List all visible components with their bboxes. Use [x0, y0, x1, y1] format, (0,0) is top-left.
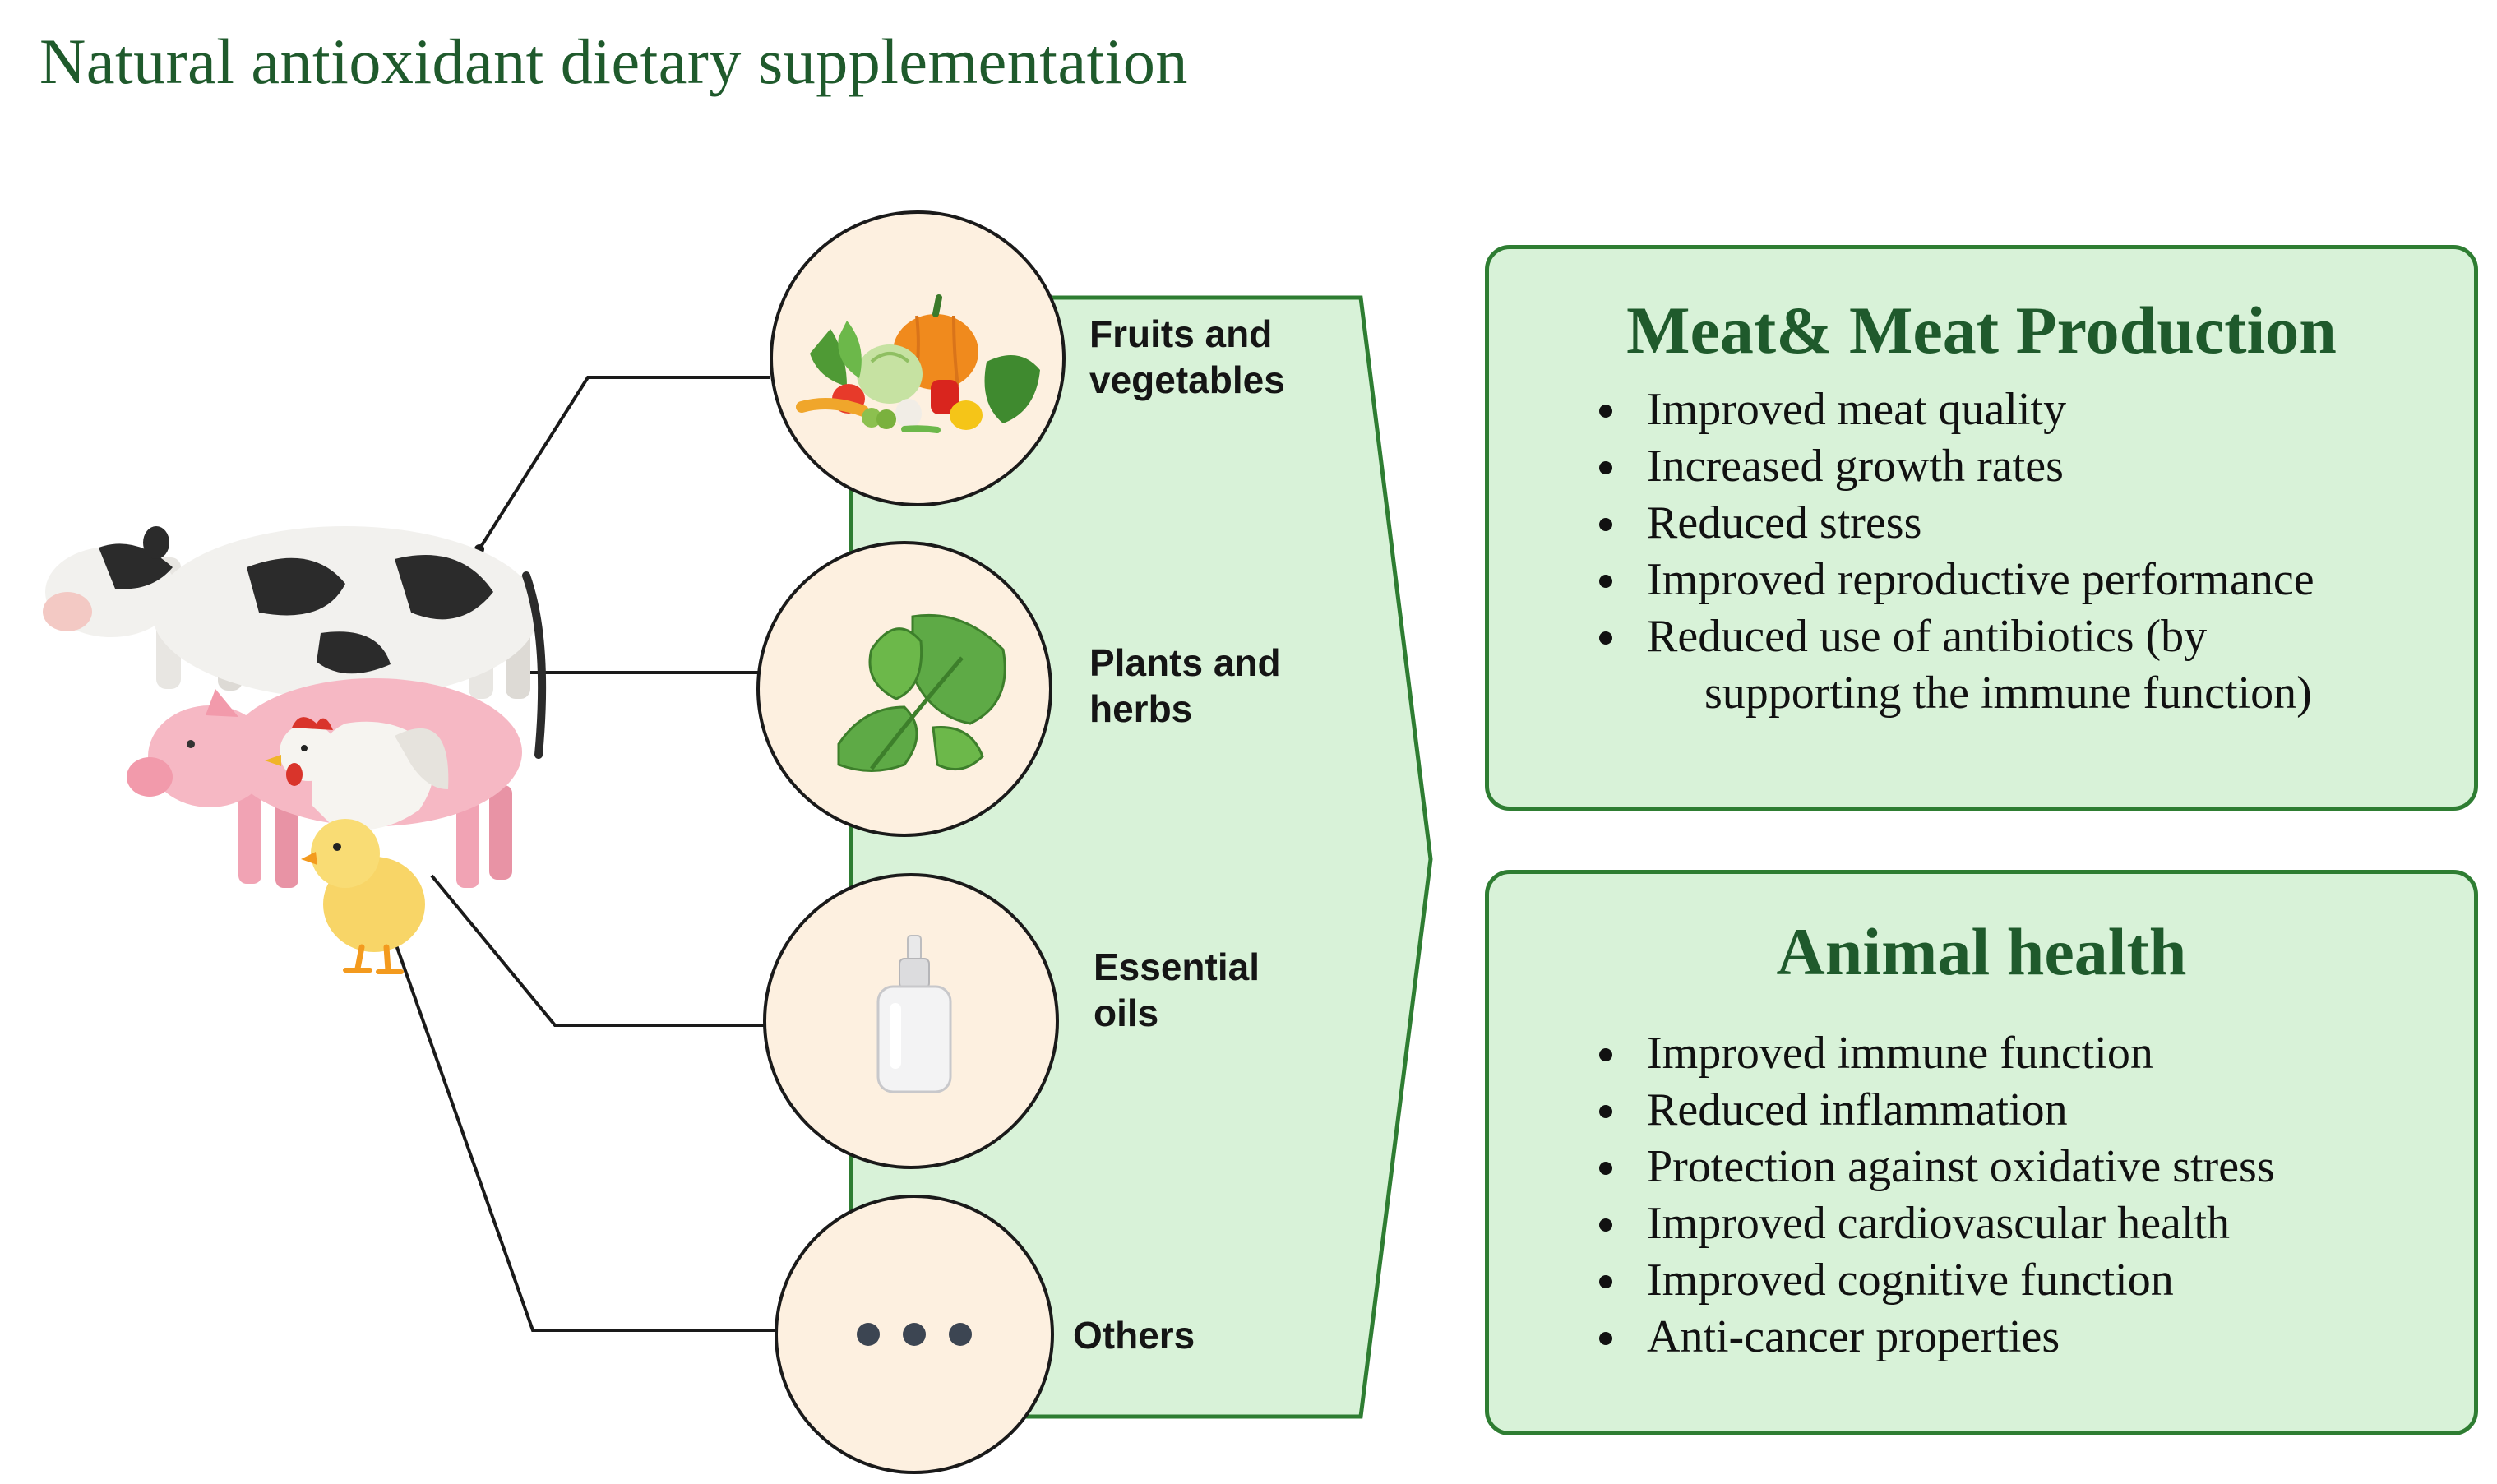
- source-label-line: oils: [1094, 992, 1159, 1034]
- source-circle-others: [775, 1195, 1054, 1474]
- list-item: Improved cardiovascular health: [1599, 1195, 2458, 1252]
- list-item: Improved immune function: [1599, 1025, 2458, 1082]
- list-item: Increased growth rates: [1599, 438, 2458, 495]
- source-circle-oils: [763, 873, 1059, 1169]
- source-label-line: Others: [1073, 1314, 1195, 1357]
- connector-lines: [389, 376, 777, 1332]
- source-label-fruits: Fruits and vegetables: [1089, 311, 1285, 403]
- source-label-line: Essential: [1094, 945, 1260, 988]
- hen-icon: [265, 717, 449, 830]
- connector-others: [389, 928, 777, 1332]
- health-box-title: Animal health: [1776, 914, 2187, 989]
- source-label-line: Fruits and: [1089, 312, 1273, 355]
- page-title: Natural antioxidant dietary supplementat…: [39, 25, 1188, 97]
- list-item: Improved reproductive performance: [1599, 552, 2458, 608]
- source-label-herbs: Plants and herbs: [1089, 640, 1281, 732]
- health-benefits-list: Improved immune function Reduced inflamm…: [1599, 1025, 2458, 1366]
- list-item: Improved meat quality: [1599, 381, 2458, 438]
- animal-health-box: Animal health Improved immune function R…: [1485, 870, 2478, 1435]
- meat-production-box: Meat& Meat Production Improved meat qual…: [1485, 245, 2478, 811]
- connector-oils: [430, 874, 765, 1027]
- chick-icon: [301, 819, 425, 974]
- source-label-line: vegetables: [1089, 358, 1285, 401]
- source-circle-herbs: [756, 541, 1052, 837]
- fruits-vegetables-icon: [796, 294, 1040, 433]
- source-label-line: herbs: [1089, 687, 1193, 730]
- list-item-continuation: supporting the immune function): [1704, 668, 2312, 719]
- list-item: Reduced stress: [1599, 495, 2458, 552]
- list-item: Reduced inflammation: [1599, 1082, 2458, 1139]
- ellipsis-icon: [857, 1323, 972, 1346]
- oil-bottle-icon: [876, 935, 952, 1093]
- cow-icon: [43, 526, 547, 759]
- source-label-others: Others: [1073, 1312, 1195, 1358]
- connector-fruits: [478, 376, 770, 551]
- list-item: Protection against oxidative stress: [1599, 1139, 2458, 1195]
- list-item: Reduced use of antibiotics (by: [1599, 608, 2458, 665]
- source-label-oils: Essential oils: [1094, 944, 1260, 1036]
- meat-benefits-list: Improved meat quality Increased growth r…: [1599, 381, 2458, 665]
- leaf-icon: [837, 613, 1006, 772]
- meat-box-title: Meat& Meat Production: [1626, 293, 2337, 368]
- source-label-line: Plants and: [1089, 641, 1281, 684]
- list-item: Improved cognitive function: [1599, 1252, 2458, 1309]
- source-circle-fruits: [770, 210, 1066, 506]
- list-item: Anti-cancer properties: [1599, 1309, 2458, 1366]
